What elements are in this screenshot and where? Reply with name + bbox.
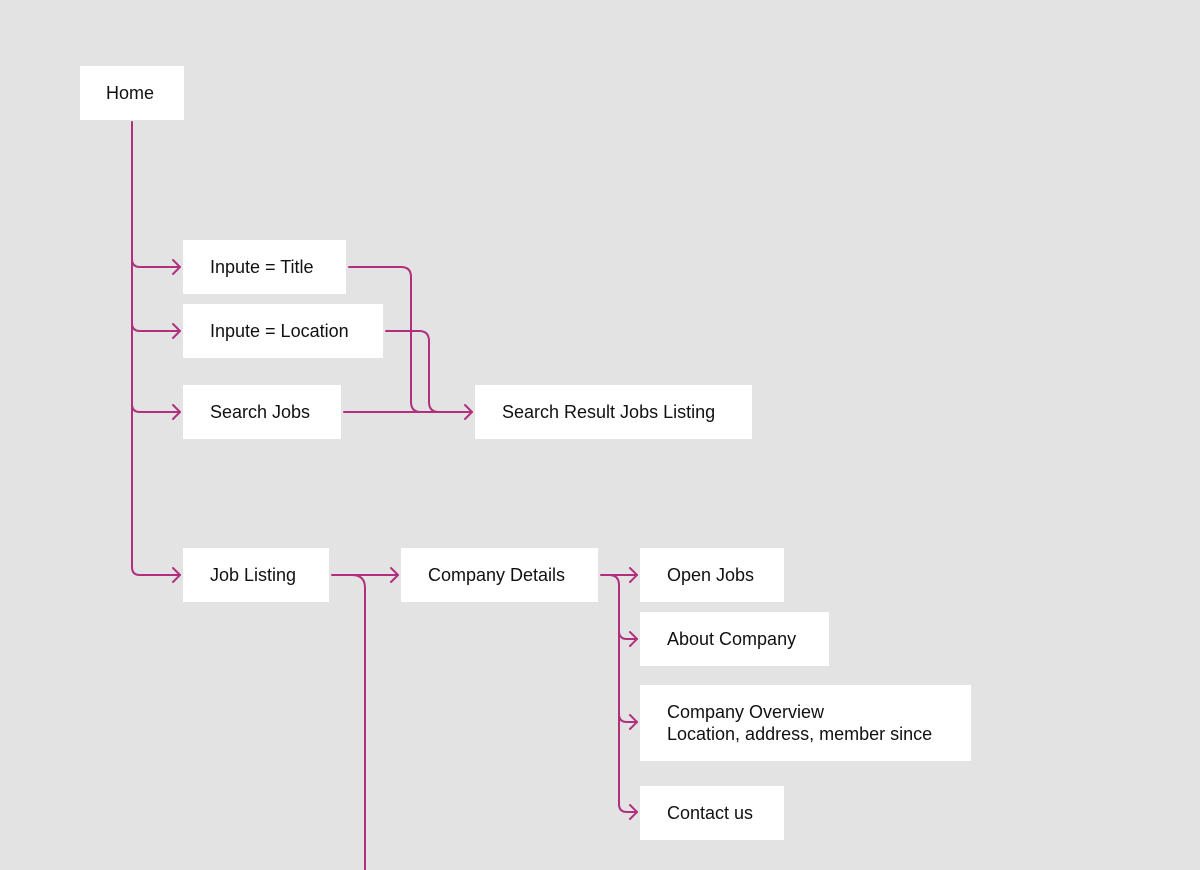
connector-home-to-title (131, 258, 181, 268)
connector-company-to-overview (618, 713, 638, 723)
node-open-jobs-label: Open Jobs (667, 565, 755, 585)
node-about-company-label: About Company (667, 629, 797, 649)
connector-title-to-results (348, 266, 422, 413)
node-search-results-label: Search Result Jobs Listing (502, 402, 716, 422)
arrowhead-title (172, 259, 181, 275)
node-about-company: About Company (640, 612, 829, 666)
node-input-location-label: Inpute = Location (210, 321, 349, 341)
connector-company-branch (608, 574, 638, 813)
arrowhead-company (390, 567, 399, 583)
node-job-listing: Job Listing (183, 548, 329, 602)
arrowhead-contact (629, 804, 638, 820)
connector-listing-down (351, 574, 366, 870)
connector-home-trunk (131, 121, 181, 576)
node-home-label: Home (106, 83, 155, 103)
node-input-title-label: Inpute = Title (210, 257, 314, 277)
node-company-overview-title: Company Overview (667, 702, 825, 722)
arrowhead-job-listing (172, 567, 181, 583)
node-company-details-label: Company Details (428, 565, 566, 585)
node-input-location: Inpute = Location (183, 304, 383, 358)
arrowhead-openjobs (629, 567, 638, 583)
connector-home-to-search (131, 403, 181, 413)
node-company-details: Company Details (401, 548, 598, 602)
node-job-listing-label: Job Listing (210, 565, 297, 585)
node-search-jobs-label: Search Jobs (210, 402, 311, 422)
node-contact-us: Contact us (640, 786, 784, 840)
node-open-jobs: Open Jobs (640, 548, 784, 602)
arrowhead-results (464, 404, 473, 420)
node-search-results: Search Result Jobs Listing (475, 385, 752, 439)
node-home: Home (80, 66, 184, 120)
arrowhead-location (172, 323, 181, 339)
node-input-title: Inpute = Title (183, 240, 346, 294)
node-company-overview: Company Overview Location, address, memb… (640, 685, 971, 761)
node-company-overview-detail: Location, address, member since (667, 724, 933, 744)
arrowhead-about (629, 631, 638, 647)
node-search-jobs: Search Jobs (183, 385, 341, 439)
arrowhead-overview (629, 714, 638, 730)
arrowhead-search (172, 404, 181, 420)
node-contact-us-label: Contact us (667, 803, 754, 823)
connector-home-to-location (131, 322, 181, 332)
connector-company-to-about (618, 630, 638, 640)
connector-location-to-results (385, 330, 440, 413)
